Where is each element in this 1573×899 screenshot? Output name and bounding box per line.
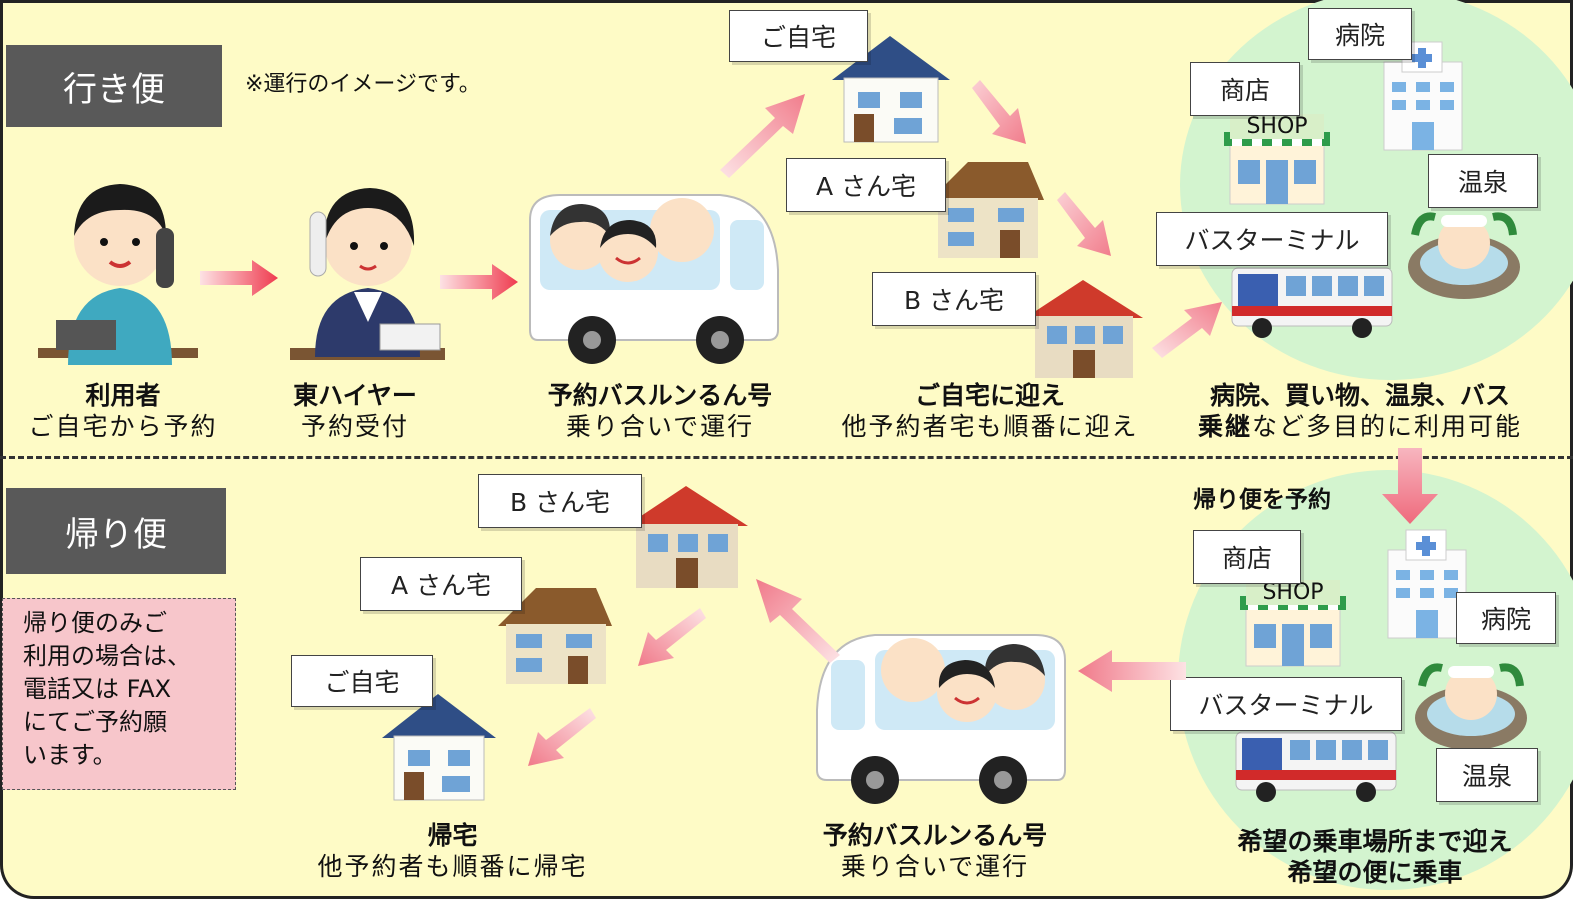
step-pickup-title: ご自宅に迎え: [914, 381, 1065, 410]
house-icon: [498, 588, 612, 684]
onsen-icon: [1415, 663, 1527, 750]
arrow-bus-to-b: [756, 579, 840, 663]
receptionist-icon: [290, 188, 445, 360]
step-return-pickup-line1: 希望の乗車場所まで迎え: [1237, 827, 1513, 856]
label-onsen-out: 温泉: [1428, 154, 1538, 208]
step-destinations-rest: など多目的に利用可能: [1252, 412, 1523, 441]
bus-icon: [529, 194, 779, 364]
shop-sign-ret: SHOP: [1246, 580, 1340, 605]
onsen-icon: [1408, 212, 1520, 299]
step-return-home: 帰宅 他予約者も順番に帰宅: [300, 820, 605, 882]
step-pickup: ご自宅に迎え 他予約者宅も順番に迎え: [825, 380, 1155, 442]
step-return-pickup: 希望の乗車場所まで迎え 希望の便に乗車: [1190, 826, 1560, 888]
arrow-a-to-home: [528, 708, 596, 766]
label-hospital-out: 病院: [1308, 8, 1412, 60]
step-return-bus-title: 予約バスルンるん号: [822, 821, 1048, 850]
step-bus-title: 予約バスルンるん号: [547, 381, 773, 410]
step-return-bus: 予約バスルンるん号 乗り合いで運行: [785, 820, 1085, 882]
step-receptionist-sub: 予約受付: [300, 412, 409, 441]
arrow-b-to-a: [638, 608, 706, 666]
bus-icon: [816, 634, 1066, 804]
arrow-down-reserve: [1382, 448, 1438, 524]
image-note: ※運行のイメージです。: [245, 72, 481, 97]
section-divider: [0, 456, 1573, 459]
label-terminal-out: バスターミナル: [1156, 212, 1388, 266]
step-user-title: 利用者: [85, 381, 161, 410]
arrow-b-to-destinations: [1152, 302, 1222, 358]
label-terminal-ret: バスターミナル: [1170, 677, 1402, 731]
label-shop-out: 商店: [1190, 62, 1300, 116]
outbound-tag: 行き便: [6, 45, 222, 127]
step-return-home-sub: 他予約者も順番に帰宅: [317, 852, 588, 881]
house-icon: [626, 486, 748, 588]
label-a-house-out: A さん宅: [786, 158, 946, 212]
house-icon: [1025, 280, 1143, 378]
return-tag: 帰り便: [6, 488, 226, 574]
house-icon: [832, 36, 950, 143]
shop-sign-out: SHOP: [1230, 114, 1324, 139]
terminal-bus-icon: [1235, 731, 1397, 802]
step-user: 利用者 ご自宅から予約: [8, 380, 238, 442]
step-destinations-line2: 乗継など多目的に利用可能: [1175, 411, 1545, 442]
house-icon: [382, 694, 496, 801]
return-note-box: 帰り便のみご 利用の場合は、 電話又は FAX にてご予約願 います。: [2, 598, 236, 790]
step-return-bus-sub: 乗り合いで運行: [840, 852, 1030, 881]
label-home-out: ご自宅: [729, 10, 868, 62]
step-destinations: 病院、買い物、温泉、バス 乗継など多目的に利用可能: [1175, 380, 1545, 442]
reserve-return-label: 帰り便を予約: [1193, 487, 1331, 513]
step-bus-sub: 乗り合いで運行: [565, 412, 755, 441]
label-onsen-ret: 温泉: [1436, 748, 1538, 802]
label-a-house-ret: A さん宅: [360, 557, 522, 611]
label-home-ret: ご自宅: [291, 655, 433, 707]
arrow-bus-to-home: [720, 94, 805, 178]
step-bus: 予約バスルンるん号 乗り合いで運行: [510, 380, 810, 442]
step-user-sub: ご自宅から予約: [28, 412, 218, 441]
label-hospital-ret: 病院: [1456, 592, 1556, 644]
phone-user-icon: [38, 184, 198, 365]
hospital-icon: [1387, 529, 1467, 639]
label-b-house-ret: B さん宅: [478, 474, 642, 528]
step-return-home-title: 帰宅: [427, 821, 478, 850]
label-b-house-out: B さん宅: [872, 272, 1036, 326]
label-shop-ret: 商店: [1193, 530, 1301, 584]
hospital-icon: [1383, 41, 1463, 151]
step-pickup-sub: 他予約者宅も順番に迎え: [841, 412, 1139, 441]
step-destinations-bold: 乗継: [1197, 412, 1252, 441]
step-return-pickup-line2: 希望の便に乗車: [1287, 858, 1463, 887]
arrow-home-to-a: [972, 80, 1026, 144]
step-receptionist-title: 東ハイヤー: [293, 381, 417, 410]
arrow-user-to-receptionist: [200, 260, 278, 296]
arrow-receptionist-to-bus: [440, 264, 518, 300]
arrow-a-to-b: [1057, 192, 1111, 256]
step-receptionist: 東ハイヤー 予約受付: [255, 380, 455, 442]
step-destinations-line1: 病院、買い物、温泉、バス: [1209, 381, 1510, 410]
house-icon: [930, 162, 1044, 258]
terminal-bus-icon: [1231, 267, 1393, 338]
arrow-terminal-to-bus: [1078, 650, 1186, 692]
